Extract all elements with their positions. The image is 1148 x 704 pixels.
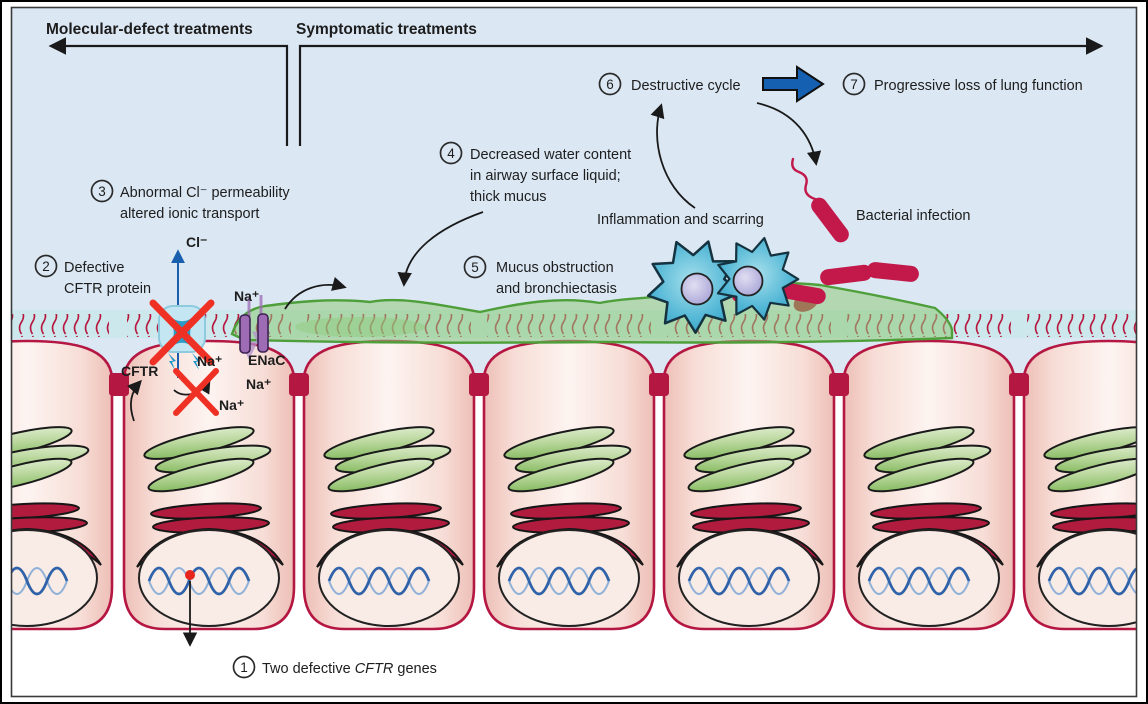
na-ion-label: Na⁺	[246, 376, 271, 392]
symptomatic-treatments-label: Symptomatic treatments	[296, 21, 477, 38]
step-3: 3 Abnormal Cl⁻ permeability altered ioni…	[90, 179, 290, 222]
flagellum	[791, 157, 817, 201]
cftr-label: CFTR	[121, 363, 158, 379]
svg-text:2: 2	[42, 259, 50, 274]
molecular-defect-treatments-label: Molecular-defect treatments	[46, 21, 253, 38]
inflammation-label: Inflammation and scarring	[597, 212, 764, 228]
immune-cell-nucleus	[680, 272, 714, 306]
step-7: 7 Progressive loss of lung function	[842, 72, 1083, 96]
molecular-defect-axis-arrow	[48, 37, 289, 146]
cftr-channel	[149, 249, 215, 378]
inner-frame	[10, 6, 1138, 698]
svg-text:and bronchiectasis: and bronchiectasis	[496, 281, 617, 297]
svg-text:7: 7	[850, 77, 858, 92]
epithelial-cell	[842, 312, 1016, 631]
svg-text:altered ionic transport: altered ionic transport	[120, 206, 259, 222]
svg-text:Decreased water content: Decreased water content	[470, 147, 631, 163]
symptomatic-axis-arrow	[298, 37, 1104, 146]
svg-text:thick mucus: thick mucus	[470, 189, 547, 205]
epithelial-cell	[12, 312, 114, 631]
svg-text:6: 6	[606, 77, 614, 92]
step-number-circle	[90, 179, 114, 203]
blocked-transport-bolt-icon	[192, 353, 200, 370]
red-x-icon	[173, 368, 219, 416]
na-ion-label: Na⁺	[197, 353, 222, 369]
svg-text:3: 3	[98, 184, 106, 199]
na-ion-label: Na⁺	[234, 288, 259, 304]
mucus-wisp	[295, 317, 425, 337]
step-number-circle	[842, 72, 866, 96]
step-1: 1 Two defective CFTR genes	[232, 655, 437, 679]
step-2: 2 Defective CFTR protein	[34, 254, 151, 297]
step-number-circle	[34, 254, 58, 278]
svg-text:1: 1	[240, 660, 248, 675]
step-6: 6 Destructive cycle	[598, 72, 741, 96]
svg-text:5: 5	[471, 260, 479, 275]
treatment-axis: Molecular-defect treatments Symptomatic …	[46, 21, 1104, 146]
arrow-cycle-to-bacteria	[756, 102, 822, 166]
epithelial-cell	[482, 312, 656, 631]
epithelial-cell	[1022, 312, 1136, 631]
step-1-label: Two defective CFTR genes	[262, 661, 437, 677]
svg-text:4: 4	[447, 146, 455, 161]
epithelial-cell	[662, 312, 836, 631]
flagellated-bacterium	[791, 157, 853, 246]
arrow-step4-to-mucus	[397, 211, 484, 287]
bacterial-infection-label: Bacterial infection	[856, 208, 970, 224]
red-x-icon	[149, 299, 215, 366]
blocked-trafficking	[126, 368, 219, 422]
immune-cell-nucleus	[732, 265, 764, 297]
step-number-circle	[598, 72, 622, 96]
immune-cells	[642, 222, 816, 340]
enac-label: ENaC	[248, 352, 285, 368]
arrow-to-cftr-label	[126, 379, 142, 422]
block-arrow-icon	[762, 65, 825, 103]
enac-channel	[239, 295, 270, 360]
na-ion-label: Na⁺	[219, 397, 244, 413]
step-number-circle	[463, 255, 487, 279]
cl-ion-label: Cl⁻	[186, 234, 207, 250]
blocked-transport-bolt-icon	[168, 353, 176, 370]
epithelial-cell	[302, 312, 476, 631]
svg-text:Defective: Defective	[64, 260, 124, 276]
arrow-inflammation-to-cycle	[650, 103, 696, 209]
svg-text:in airway surface liquid;: in airway surface liquid;	[470, 168, 621, 184]
svg-text:Destructive cycle: Destructive cycle	[631, 78, 741, 94]
step-5: 5 Mucus obstruction and bronchiectasis	[463, 255, 617, 297]
svg-text:Mucus obstruction: Mucus obstruction	[496, 260, 614, 276]
gene-mutation-marker	[182, 570, 198, 647]
step-4: 4 Decreased water content in airway surf…	[439, 141, 631, 205]
svg-text:CFTR protein: CFTR protein	[64, 281, 151, 297]
tight-junctions	[109, 373, 1029, 396]
arrow-ion-to-mucus	[284, 277, 347, 310]
step-number-circle	[232, 655, 256, 679]
svg-text:Abnormal Cl⁻ permeability: Abnormal Cl⁻ permeability	[120, 185, 290, 201]
svg-text:Progressive loss of lung funct: Progressive loss of lung function	[874, 78, 1083, 94]
step-number-circle	[439, 141, 463, 165]
